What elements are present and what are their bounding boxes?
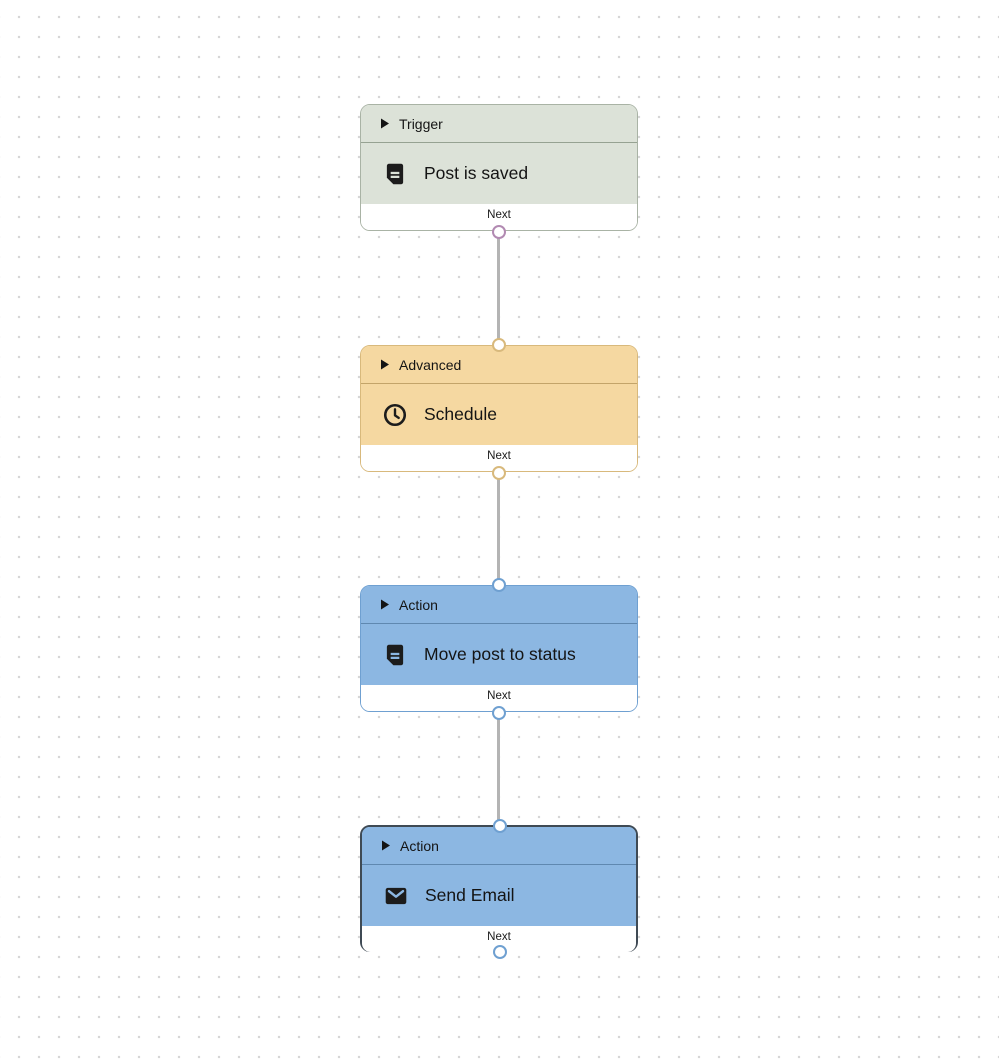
input-port[interactable]	[492, 337, 506, 352]
node-body: Send Email	[362, 865, 636, 926]
node-header[interactable]: Action	[362, 827, 636, 865]
output-port[interactable]	[492, 705, 506, 720]
node-title: Move post to status	[424, 644, 576, 664]
play-triangle-icon[interactable]	[380, 599, 390, 610]
node-advanced-schedule[interactable]: Advanced Schedule Next	[360, 337, 638, 480]
node-trigger-post-is-saved[interactable]: Trigger Post is saved Next	[360, 104, 638, 239]
clock-icon	[382, 402, 408, 428]
node-body: Post is saved	[361, 143, 637, 204]
connector-line	[497, 231, 500, 347]
output-port[interactable]	[493, 944, 507, 959]
connector-line	[497, 712, 500, 828]
node-category-label: Action	[400, 837, 439, 854]
output-port[interactable]	[492, 224, 506, 239]
node-category-label: Advanced	[399, 356, 462, 373]
play-triangle-icon[interactable]	[380, 359, 390, 370]
output-port[interactable]	[492, 465, 506, 480]
node-body: Schedule	[361, 384, 637, 445]
input-port[interactable]	[492, 577, 506, 592]
node-action-send-email[interactable]: Action Send Email Next	[360, 818, 638, 959]
next-label: Next	[487, 931, 511, 943]
node-body: Move post to status	[361, 624, 637, 685]
node-category-label: Trigger	[399, 115, 443, 132]
connector-line	[497, 472, 500, 588]
input-port[interactable]	[493, 818, 507, 833]
node-title: Post is saved	[424, 163, 529, 183]
next-label: Next	[487, 209, 511, 221]
node-header[interactable]: Trigger	[361, 105, 637, 143]
play-triangle-icon[interactable]	[381, 840, 391, 851]
document-icon	[382, 642, 408, 668]
next-label: Next	[487, 450, 511, 462]
node-header[interactable]: Action	[361, 586, 637, 624]
node-title: Send Email	[425, 885, 515, 905]
document-icon	[382, 161, 408, 187]
next-label: Next	[487, 690, 511, 702]
node-category-label: Action	[399, 596, 438, 613]
node-header[interactable]: Advanced	[361, 346, 637, 384]
email-icon	[383, 883, 409, 909]
play-triangle-icon[interactable]	[380, 118, 390, 129]
node-title: Schedule	[424, 404, 497, 424]
node-action-move-post-to-status[interactable]: Action Move post to status Next	[360, 577, 638, 720]
